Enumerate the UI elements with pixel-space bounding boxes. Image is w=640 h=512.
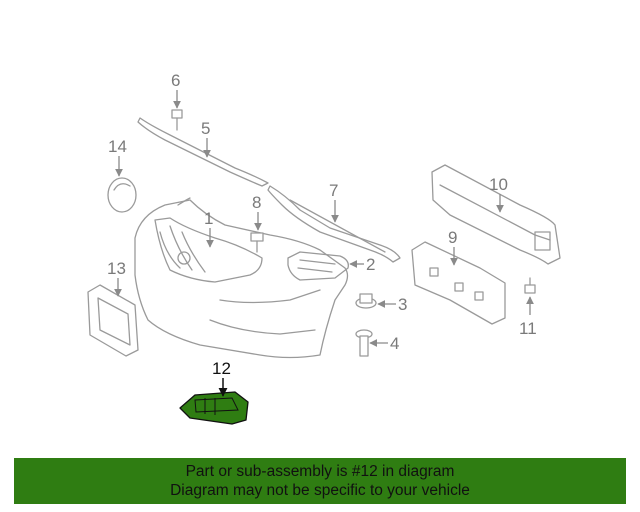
callout-3: 3: [398, 295, 407, 314]
part-11-bolt[interactable]: [524, 277, 536, 294]
parts-diagram: 1 2 3 4 5 6 7 8 9 10 11 12 13 14: [87, 71, 561, 425]
callout-13: 13: [107, 259, 126, 278]
part-6-bolt[interactable]: [171, 109, 183, 131]
part-5-retainer-strip[interactable]: [137, 117, 269, 187]
part-4-screw[interactable]: [355, 329, 373, 357]
banner-line-2: Diagram may not be specific to your vehi…: [170, 482, 470, 499]
callout-5: 5: [201, 119, 210, 138]
callout-10: 10: [489, 175, 508, 194]
callout-6: 6: [171, 71, 180, 90]
callout-1: 1: [204, 209, 213, 228]
part-9-absorber[interactable]: [411, 241, 506, 325]
part-12-lower-grille[interactable]: [179, 391, 249, 425]
callout-2: 2: [366, 255, 375, 274]
callout-14: 14: [108, 137, 127, 156]
callout-9: 9: [448, 228, 457, 247]
part-10-reinforcement[interactable]: [431, 164, 561, 265]
callout-8: 8: [252, 193, 261, 212]
part-14-emblem[interactable]: [107, 177, 137, 213]
banner-line-1: Part or sub-assembly is #12 in diagram: [185, 463, 455, 480]
part-13-license-bracket[interactable]: [87, 284, 139, 357]
callout-7: 7: [329, 181, 338, 200]
part-7-absorber-strip[interactable]: [267, 185, 401, 263]
part-2-bracket[interactable]: [287, 251, 349, 281]
part-8-bolt[interactable]: [250, 232, 264, 253]
callout-11: 11: [519, 319, 537, 338]
callout-12: 12: [212, 359, 231, 378]
part-3-clip[interactable]: [355, 293, 377, 309]
info-banner: Part or sub-assembly is #12 in diagram D…: [14, 458, 626, 504]
part-1-bumper-cover[interactable]: [134, 197, 349, 359]
callout-4: 4: [390, 334, 399, 353]
